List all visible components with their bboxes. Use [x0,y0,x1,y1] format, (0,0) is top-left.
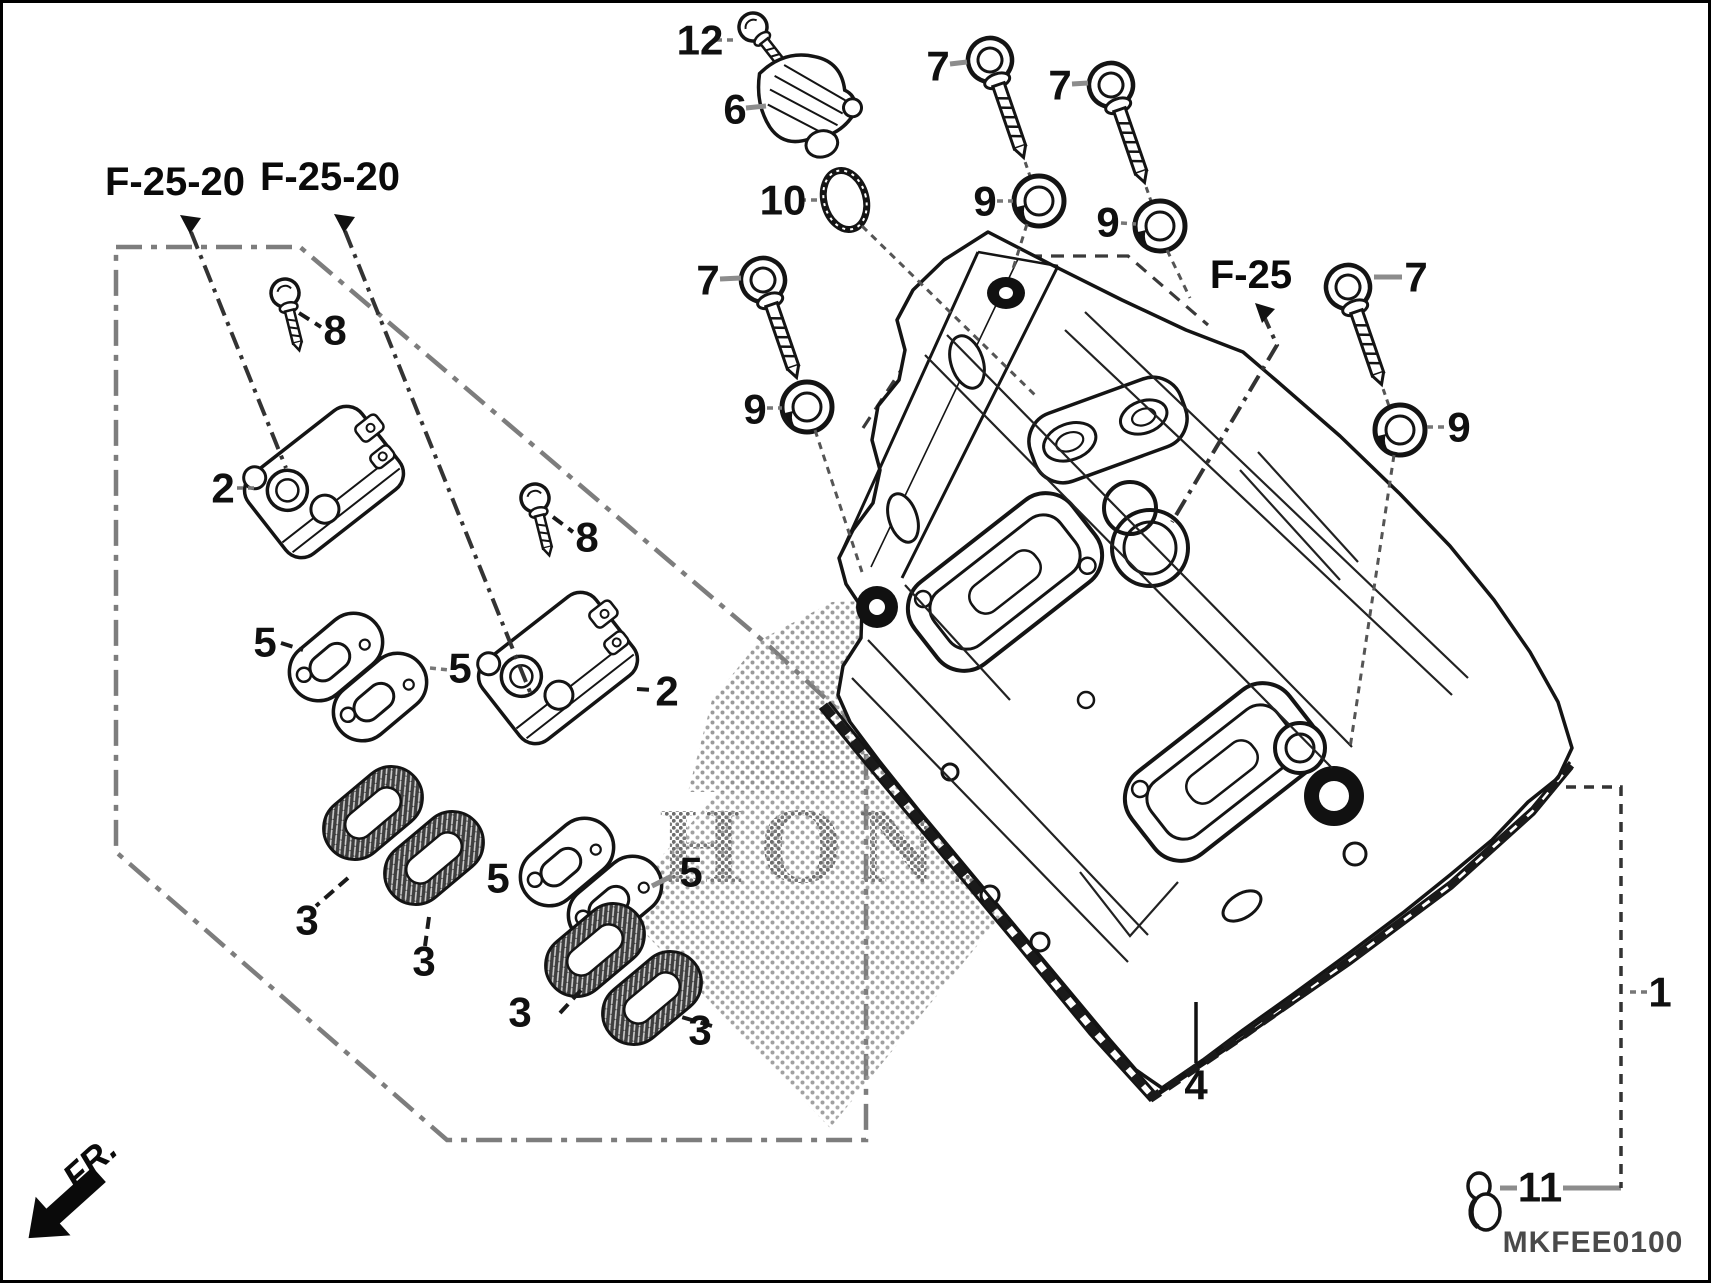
part-callouts: 12 6 10 7 7 9 9 7 9 7 9 8 2 8 2 5 5 5 5 … [211,17,1671,1211]
leader-lines [237,38,1647,1191]
callout-2: 2 [655,668,678,715]
seal-pin-drawing [1466,1171,1502,1232]
o-ring-drawing [819,167,871,233]
arrowhead [180,215,201,234]
ref-label-f-25: F-25 [1210,253,1292,297]
callout-3: 3 [508,989,531,1036]
callout-10: 10 [760,177,807,224]
callout-7: 7 [926,43,949,90]
callout-11: 11 [1518,1164,1562,1211]
callout-5: 5 [679,849,702,896]
callout-8: 8 [575,514,598,561]
grommet-drawing [782,382,832,434]
callout-6: 6 [723,86,746,133]
arrowhead [334,214,355,233]
callout-9: 9 [1447,404,1470,451]
grommet-drawing [1375,405,1425,457]
callout-5: 5 [486,855,509,902]
callout-8: 8 [323,307,346,354]
callout-5: 5 [448,645,471,692]
callout-9: 9 [1096,199,1119,246]
cam-sensor-drawing [756,53,864,159]
callout-9: 9 [743,386,766,433]
ref-label-f-25-20: F-25-20 [105,160,245,204]
callout-1: 1 [1648,969,1671,1016]
callout-12: 12 [677,17,724,64]
callout-5: 5 [253,619,276,666]
grommet-drawing [1135,201,1185,253]
callout-7: 7 [1048,62,1071,109]
grommet-drawing [1014,176,1064,228]
callout-7: 7 [1404,254,1427,301]
callout-3: 3 [688,1007,711,1054]
callout-3: 3 [295,897,318,944]
reference-labels: F-25-20 F-25-20 F-25 [105,155,1292,297]
reference-arrows [180,214,1280,693]
callout-7: 7 [696,257,719,304]
callout-3: 3 [412,938,435,985]
callout-4: 4 [1184,1062,1208,1109]
cover-gasket-drawing [818,701,1575,1103]
diagram-code: MKFEE0100 [1503,1226,1684,1259]
callout-2: 2 [211,465,234,512]
fr-arrow-icon [28,1167,106,1239]
callout-9: 9 [973,178,996,225]
cover-assembly-bracket [1566,785,1623,1188]
ref-label-f-25-20: F-25-20 [260,155,400,199]
arrowhead [1255,303,1275,323]
